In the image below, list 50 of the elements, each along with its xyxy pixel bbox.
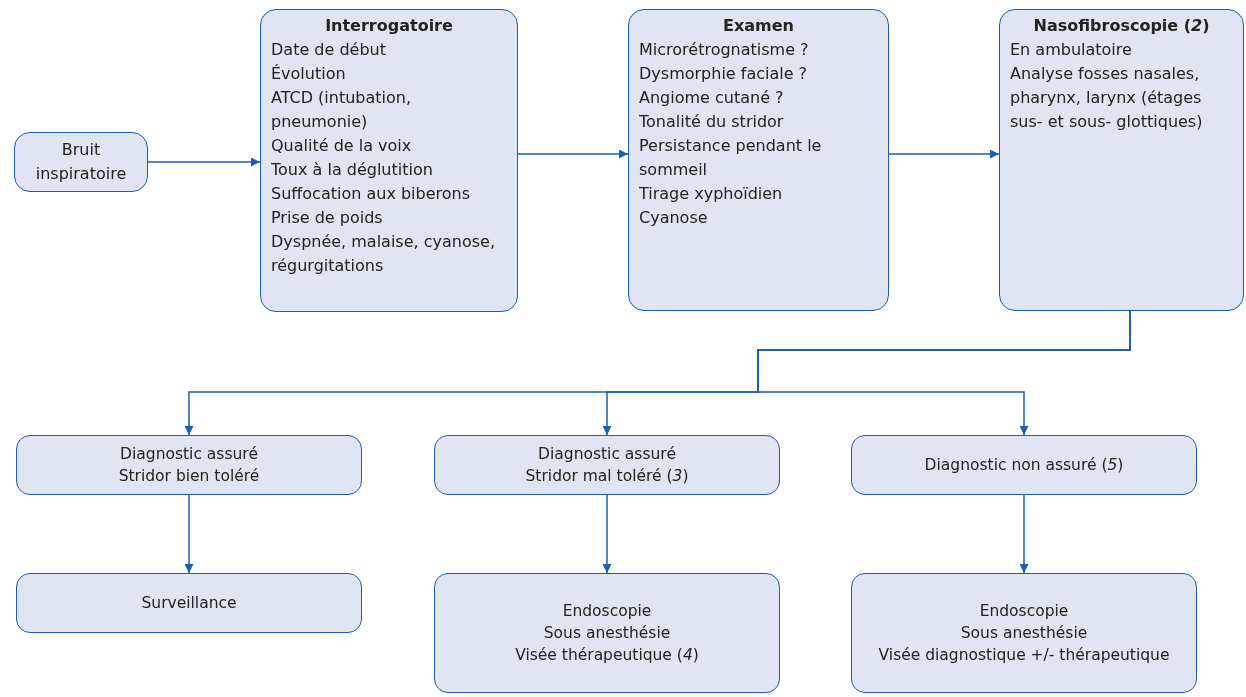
box-text: Tonalité du stridor xyxy=(639,111,785,133)
arrow xyxy=(602,494,612,574)
box-text: Sous anesthésie xyxy=(543,623,671,644)
box-text: Diagnostic assuré xyxy=(120,444,258,465)
arrow xyxy=(147,157,261,167)
arrow xyxy=(517,149,629,159)
list-box xyxy=(999,9,1244,311)
box-text: Dysmorphie faciale ? xyxy=(639,63,809,85)
process-box xyxy=(16,435,362,495)
box-text: Évolution xyxy=(271,63,347,85)
process-box xyxy=(14,132,148,192)
box-text: ATCD (intubation, pneumonie) xyxy=(271,87,413,133)
box-heading: Interrogatoire xyxy=(325,15,453,37)
box-text: Diagnostic assuré xyxy=(538,444,676,465)
list-box xyxy=(628,9,889,311)
box-text: Analyse fosses nasales, pharynx, larynx (étages sus- et sous- glottiques) xyxy=(1010,63,1204,133)
box-text: Microrétrognatisme ? xyxy=(639,39,810,61)
box-text: Sous anesthésie xyxy=(960,623,1088,644)
arrow xyxy=(888,149,1000,159)
arrow xyxy=(1019,494,1029,574)
box-text: Dyspnée, malaise, cyanose, régurgitations xyxy=(271,231,496,277)
box-text: Date de début xyxy=(271,39,387,61)
process-box xyxy=(16,573,362,633)
process-box xyxy=(851,573,1197,693)
box-text: Tirage xyphoïdien xyxy=(639,183,784,205)
arrow xyxy=(757,310,1131,436)
box-text: Toux à la déglutition xyxy=(271,159,434,181)
box-text: Bruit inspiratoire xyxy=(34,139,128,185)
box-text: Stridor bien toléré xyxy=(118,466,260,487)
box-text: Endoscopie xyxy=(979,601,1069,622)
box-text: Visée thérapeutique (4) xyxy=(515,645,699,666)
process-box xyxy=(851,435,1197,495)
box-text: Suffocation aux biberons xyxy=(271,183,472,205)
box-text: Surveillance xyxy=(141,593,237,614)
box-text: Endoscopie xyxy=(562,601,652,622)
box-text: Prise de poids xyxy=(271,207,384,229)
box-text: En ambulatoire xyxy=(1010,39,1133,61)
box-heading: Nasofibroscopie (2) xyxy=(1033,15,1210,37)
box-text: Persistance pendant le sommeil xyxy=(639,135,823,181)
box-text: Visée diagnostique +/- thérapeutique xyxy=(878,645,1170,666)
box-heading: Examen xyxy=(723,15,794,37)
box-text: Qualité de la voix xyxy=(271,135,413,157)
process-box xyxy=(434,573,780,693)
box-text: Stridor mal toléré (3) xyxy=(525,466,689,487)
list-box xyxy=(260,9,518,312)
process-box xyxy=(434,435,780,495)
box-text: Angiome cutané ? xyxy=(639,87,785,109)
box-text: Cyanose xyxy=(639,207,709,229)
box-text: Diagnostic non assuré (5) xyxy=(924,455,1124,476)
arrow xyxy=(184,494,194,574)
